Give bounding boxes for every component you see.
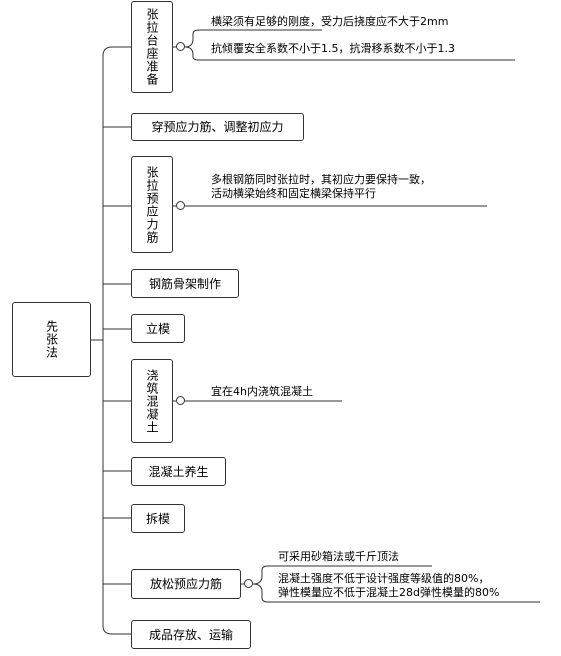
step-label-4: 钢筋骨架制作 [148,276,221,291]
step-label-5: 立模 [145,321,170,336]
note-step3-line2: 活动横梁始终和固定横梁保持平行 [211,187,376,200]
collapse-circle-icon[interactable] [176,396,185,405]
step-label-8: 拆模 [145,511,170,526]
collapse-circle-icon[interactable] [244,579,253,588]
step-node-8: 拆模 [131,504,185,533]
step-label-7: 混凝土养生 [148,464,209,479]
step-label-3: 张拉预应力筋 [145,165,159,244]
collapse-circle-icon[interactable] [176,42,185,51]
step-node-6: 浇筑混凝土 [131,359,173,443]
step-node-5: 立模 [131,314,185,343]
step-label-6: 浇筑混凝土 [145,368,159,434]
note-step1-line2: 抗倾覆安全系数不小于1.5，抗滑移系数不小于1.3 [211,42,455,55]
note-step9-line2: 混凝土强度不低于设计强度等级值的80%， [278,572,490,585]
note-step9-line1: 可采用砂箱法或千斤顶法 [278,550,399,563]
step-node-2: 穿预应力筋、调整初应力 [131,113,304,141]
step-node-4: 钢筋骨架制作 [131,269,239,298]
step-label-2: 穿预应力筋、调整初应力 [151,120,284,134]
step-node-9: 放松预应力筋 [131,569,241,599]
collapse-circle-icon[interactable] [176,201,185,210]
step-node-1: 张拉台座准备 [131,1,173,93]
step-label-1: 张拉台座准备 [145,8,159,86]
step-node-7: 混凝土养生 [131,457,226,486]
step-node-3: 张拉预应力筋 [131,156,173,253]
root-label: 先张法 [44,320,59,359]
note-step1-line1: 横梁须有足够的刚度，受力后挠度应不大于2mm [211,15,449,28]
note-step6-line1: 宜在4h内浇筑混凝土 [211,385,313,398]
note-step9-line3: 弹性模量应不低于混凝土28d弹性模量的80% [278,586,500,599]
step-label-9: 放松预应力筋 [149,577,222,591]
root-node: 先张法 [12,302,91,377]
step-label-10: 成品存放、运输 [148,627,233,642]
step-node-10: 成品存放、运输 [131,620,251,649]
note-step3-line1: 多根钢筋同时张拉时，其初应力要保持一致， [211,173,431,186]
